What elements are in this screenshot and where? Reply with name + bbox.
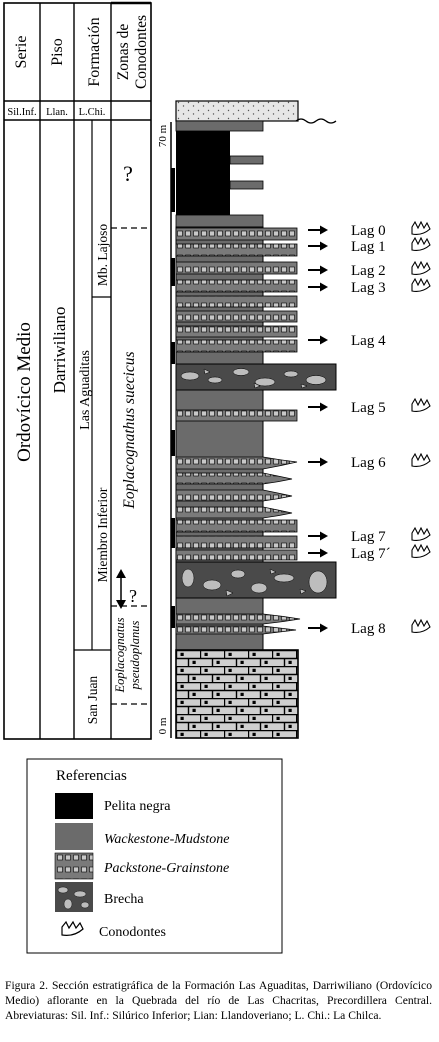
scale-top-label: 70 m: [157, 124, 169, 147]
conodont-icon: [411, 277, 431, 292]
lag-marker: Lag 2: [308, 260, 431, 279]
piso-darriwiliano: Darriwiliano: [50, 307, 69, 394]
conodont-icon: [411, 220, 431, 235]
lag-label: Lag 5: [351, 400, 386, 416]
lag-marker: Lag 4: [308, 333, 386, 349]
lag-label: Lag 7´: [351, 546, 391, 562]
legend-swatch-pelita: [55, 793, 93, 819]
lag-label: Lag 7: [351, 529, 386, 545]
legend-title: Referencias: [56, 768, 127, 784]
conodont-icon: [61, 920, 84, 936]
formacion-san-juan: San Juan: [85, 676, 100, 725]
legend-swatch-packstone: [54, 852, 94, 880]
scale-bottom-label: 0 m: [157, 717, 169, 734]
zone-pseudoplanus-line1: Eoplacognatus: [113, 617, 127, 693]
zone-unknown-lower: ?: [129, 586, 137, 606]
thickness-scale: 70 m 0 m: [157, 122, 175, 738]
zone-eoplacognathus-suecicus: Eoplacognathus suecicus: [121, 351, 138, 509]
conodont-icon: [411, 397, 431, 412]
conodont-icon: [411, 526, 431, 541]
lag-arrow-icon: [308, 225, 328, 235]
legend-swatch-brecha: [55, 882, 93, 912]
header-zonas-line1: Zonas de: [115, 24, 132, 81]
lag-marker: Lag 1: [308, 236, 431, 255]
lag-marker: Lag 7: [308, 526, 431, 545]
lag-marker: Lag 0: [308, 220, 431, 239]
lag-marker: Lag 5: [308, 397, 431, 416]
lag-label: Lag 1: [351, 239, 386, 255]
lag-label: Lag 4: [351, 333, 386, 349]
header-zonas-line2: Conodontes: [133, 15, 150, 89]
conodont-icon: [411, 260, 431, 275]
legend-label-pelita: Pelita negra: [104, 799, 171, 814]
legend-label-wackestone: Wackestone-Mudstone: [104, 832, 229, 847]
formacion-miembro-inferior: Miembro Inferior: [95, 487, 110, 582]
lag-label: Lag 3: [351, 280, 386, 296]
lag-label: Lag 6: [351, 455, 386, 471]
lag-arrow-icon: [308, 402, 328, 412]
conodont-icon: [411, 452, 431, 467]
piso-llan: Llan.: [46, 107, 68, 118]
conodont-icon: [411, 236, 431, 251]
serie-sil-inf: Sil.Inf.: [7, 107, 36, 118]
header-formacion: Formación: [86, 17, 103, 86]
lag-arrow-icon: [308, 457, 328, 467]
lag-arrow-icon: [308, 548, 328, 558]
lag-marker: Lag 3: [308, 277, 431, 296]
formacion-las-aguaditas: Las Aguaditas: [78, 350, 93, 430]
lag-arrow-icon: [308, 531, 328, 541]
lag-arrow-icon: [308, 282, 328, 292]
lag-label: Lag 0: [351, 223, 386, 239]
zone-boundary-arrow: [116, 569, 126, 609]
lag-marker: Lag 6: [308, 452, 431, 471]
lag-arrow-icon: [308, 241, 328, 251]
formacion-mb-lajoso: Mb. Lajoso: [95, 224, 110, 286]
stratigraphic-columns: Serie Piso Formación Zonas de Conodontes…: [3, 1, 152, 740]
lag-marker: Lag 7´: [308, 543, 431, 562]
lag-label: Lag 8: [351, 621, 386, 637]
legend-swatch-wackestone: [55, 823, 93, 850]
zone-unknown-upper: ?: [123, 161, 133, 186]
lag-label: Lag 2: [351, 263, 386, 279]
header-serie: Serie: [13, 36, 30, 69]
legend-label-brecha: Brecha: [104, 892, 144, 907]
lag-marker: Lag 8: [308, 618, 431, 637]
lag-arrow-icon: [308, 265, 328, 275]
lag-arrow-icon: [308, 335, 328, 345]
zone-pseudoplanus-line2: pseudoplanus: [128, 620, 142, 690]
header-piso: Piso: [49, 38, 66, 66]
figure-caption: Figura 2. Sección estratigráfica de la F…: [5, 978, 432, 1022]
legend: Referencias Pelita negra Wackestone-Muds…: [26, 758, 283, 954]
conodont-icon: [411, 618, 431, 633]
lithologic-column: [175, 100, 337, 739]
serie-ordovicico-medio: Ordovícico Medio: [14, 322, 35, 462]
formacion-l-chi: L.Chi.: [79, 107, 106, 118]
legend-label-packstone: Packstone-Grainstone: [103, 861, 229, 876]
legend-label-conodontes: Conodontes: [99, 925, 166, 940]
lag-arrow-icon: [308, 623, 328, 633]
conodont-icon: [411, 543, 431, 558]
